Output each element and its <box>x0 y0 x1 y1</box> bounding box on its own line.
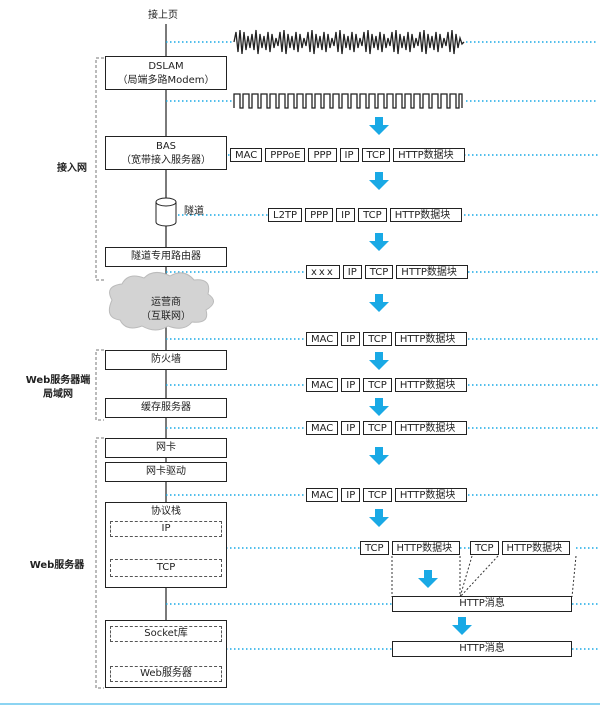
isp-cloud <box>108 272 214 331</box>
group-web-server: Web服务器 <box>29 560 85 571</box>
packet-bas: MAC PPPoE PPP IP TCP HTTP数据块 <box>230 148 466 162</box>
header-ip: IP <box>342 265 362 279</box>
http-data-block: HTTP数据块 <box>394 488 467 502</box>
arrow-down-5 <box>369 352 389 370</box>
header-mac: MAC <box>230 148 263 162</box>
header-tcp: TCP <box>363 378 392 392</box>
arrow-down-8 <box>369 509 389 527</box>
header-tcp: TCP <box>363 421 392 435</box>
packet-segment-1: TCP HTTP数据块 <box>360 541 460 555</box>
header-l2tp: L2TP <box>268 208 303 222</box>
lan-bracket <box>95 349 104 421</box>
arrow-down-2 <box>369 172 389 190</box>
firewall-box: 防火墙 <box>105 350 227 370</box>
http-data-block: HTTP数据块 <box>394 378 467 392</box>
header-mac: MAC <box>306 421 339 435</box>
server-bracket <box>95 437 104 689</box>
arrow-down-1 <box>369 117 389 135</box>
http-data-block: HTTP数据块 <box>393 148 466 162</box>
header-ip: IP <box>336 208 356 222</box>
cache-server-box: 缓存服务器 <box>105 398 227 418</box>
header-mac: MAC <box>306 332 339 346</box>
header-ip: IP <box>341 378 361 392</box>
web-app-box: Web服务器 <box>110 666 222 682</box>
header-ip: IP <box>341 488 361 502</box>
header-tcp: TCP <box>360 541 389 555</box>
http-message-delivered: HTTP消息 <box>392 641 572 657</box>
packet-router: xxx IP TCP HTTP数据块 <box>306 265 469 279</box>
tunnel-router-box: 隧道专用路由器 <box>105 247 227 267</box>
arrow-down-6 <box>369 398 389 416</box>
http-data-block: HTTP数据块 <box>394 332 467 346</box>
header-ppp: PPP <box>308 148 337 162</box>
header-tcp: TCP <box>364 265 394 279</box>
arrow-down-9 <box>418 570 438 588</box>
packet-firewall: MAC IP TCP HTTP数据块 <box>306 378 467 392</box>
arrow-down-7 <box>369 447 389 465</box>
header-tcp: TCP <box>363 332 392 346</box>
packet-isp: MAC IP TCP HTTP数据块 <box>306 332 467 346</box>
tunnel-cylinder <box>155 197 177 227</box>
isp-label: 运营商 （互联网） <box>141 297 191 322</box>
nic-box: 网卡 <box>105 438 227 458</box>
header-tcp: TCP <box>470 541 499 555</box>
header-pppoe: PPPoE <box>265 148 306 162</box>
arrow-down-10 <box>452 617 472 635</box>
http-data-block: HTTP数据块 <box>394 421 467 435</box>
arrow-down-4 <box>369 294 389 312</box>
group-access-net: 接入网 <box>57 163 87 174</box>
reassembly-guides <box>391 555 577 598</box>
http-data-block: HTTP数据块 <box>396 265 469 279</box>
bas-box: BAS （宽带接入服务器） <box>105 136 227 170</box>
header-mac: MAC <box>306 378 339 392</box>
group-server-lan: Web服务器端 局域网 <box>25 375 91 400</box>
access-net-bracket <box>95 57 104 281</box>
header-tcp: TCP <box>363 488 392 502</box>
protocol-stack-label: 协议栈 <box>151 506 181 517</box>
http-message-reassembled: HTTP消息 <box>392 596 572 612</box>
http-data-block: HTTP数据块 <box>389 208 462 222</box>
header-tcp: TCP <box>358 208 387 222</box>
analog-signal <box>233 29 465 55</box>
header-unknown: xxx <box>306 265 340 279</box>
flow-arrows <box>369 117 472 635</box>
header-ppp: PPP <box>305 208 334 222</box>
packet-driver: MAC IP TCP HTTP数据块 <box>306 488 467 502</box>
dslam-box: DSLAM （局端多路Modem） <box>105 56 227 90</box>
header-ip: IP <box>341 332 361 346</box>
nic-driver-box: 网卡驱动 <box>105 462 227 482</box>
http-data-block: HTTP数据块 <box>501 541 570 555</box>
packet-segment-2: TCP HTTP数据块 <box>470 541 570 555</box>
packet-cache: MAC IP TCP HTTP数据块 <box>306 421 467 435</box>
tcp-layer-box: TCP <box>110 559 222 577</box>
tunnel-label: 隧道 <box>184 206 204 217</box>
header-tcp: TCP <box>361 148 391 162</box>
digital-signal <box>233 93 463 109</box>
header-ip: IP <box>339 148 359 162</box>
socket-lib-box: Socket库 <box>110 626 222 642</box>
header-mac: MAC <box>306 488 339 502</box>
arrow-down-3 <box>369 233 389 251</box>
http-data-block: HTTP数据块 <box>391 541 460 555</box>
ip-layer-box: IP <box>110 521 222 537</box>
packet-tunnel: L2TP PPP IP TCP HTTP数据块 <box>268 208 462 222</box>
header-ip: IP <box>341 421 361 435</box>
continued-label: 接上页 <box>148 10 178 21</box>
